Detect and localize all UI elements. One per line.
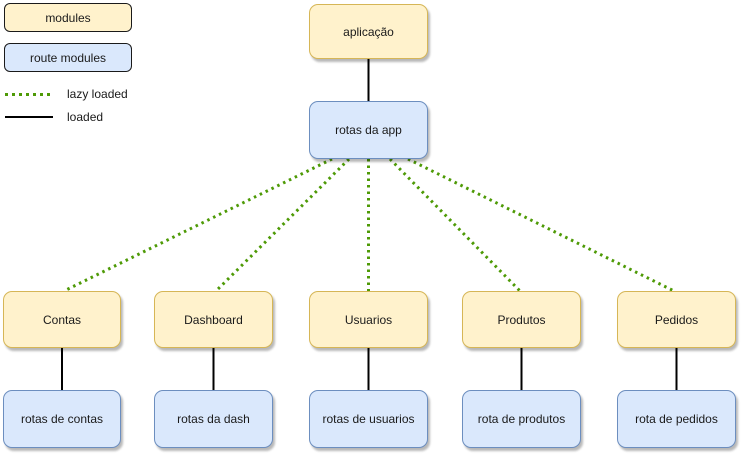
node-rota-de-produtos-label: rota de produtos bbox=[477, 412, 566, 426]
loaded-line-swatch bbox=[5, 116, 53, 118]
edge-lazy-rotas-to-contas bbox=[63, 157, 333, 293]
legend-loaded-row: loaded bbox=[5, 109, 103, 125]
node-rotas-da-dash: rotas da dash bbox=[154, 390, 273, 448]
node-usuarios: Usuarios bbox=[309, 291, 428, 348]
legend-lazy-loaded-label: lazy loaded bbox=[67, 87, 128, 101]
node-rotas-de-contas-label: rotas de contas bbox=[20, 412, 104, 426]
node-contas: Contas bbox=[3, 291, 121, 348]
edge-lazy-rotas-to-dashboard bbox=[214, 157, 351, 293]
legend-route-modules-label: route modules bbox=[29, 50, 107, 65]
edge-lazy-rotas-to-pedidos bbox=[407, 157, 675, 293]
node-contas-label: Contas bbox=[42, 312, 82, 327]
node-rota-de-pedidos: rota de pedidos bbox=[617, 390, 736, 448]
node-aplicacao: aplicação bbox=[309, 4, 428, 59]
node-pedidos: Pedidos bbox=[617, 291, 736, 348]
legend-lazy-loaded-row: lazy loaded bbox=[5, 86, 128, 102]
legend-loaded-label: loaded bbox=[67, 110, 104, 124]
node-produtos-label: Produtos bbox=[497, 312, 546, 327]
legend-modules-box: modules bbox=[4, 3, 132, 32]
legend-modules-label: modules bbox=[45, 10, 91, 25]
node-rotas-de-usuarios: rotas de usuarios bbox=[309, 390, 428, 448]
node-rotas-de-usuarios-label: rotas de usuarios bbox=[322, 412, 415, 426]
node-rota-de-produtos: rota de produtos bbox=[462, 390, 581, 448]
node-pedidos-label: Pedidos bbox=[654, 312, 699, 327]
node-dashboard-label: Dashboard bbox=[184, 312, 243, 327]
node-dashboard: Dashboard bbox=[154, 291, 273, 348]
legend-route-modules-box: route modules bbox=[4, 43, 132, 72]
node-rotas-da-dash-label: rotas da dash bbox=[177, 412, 250, 426]
edge-lazy-rotas-to-produtos bbox=[388, 157, 522, 293]
node-rotas-da-app: rotas da app bbox=[309, 101, 428, 159]
node-aplicacao-label: aplicação bbox=[343, 24, 394, 39]
node-rota-de-pedidos-label: rota de pedidos bbox=[635, 412, 718, 426]
lazy-loaded-line-swatch bbox=[5, 92, 53, 96]
node-rotas-da-app-label: rotas da app bbox=[335, 123, 402, 137]
node-usuarios-label: Usuarios bbox=[344, 312, 393, 327]
node-produtos: Produtos bbox=[462, 291, 581, 348]
node-rotas-de-contas: rotas de contas bbox=[3, 390, 121, 448]
